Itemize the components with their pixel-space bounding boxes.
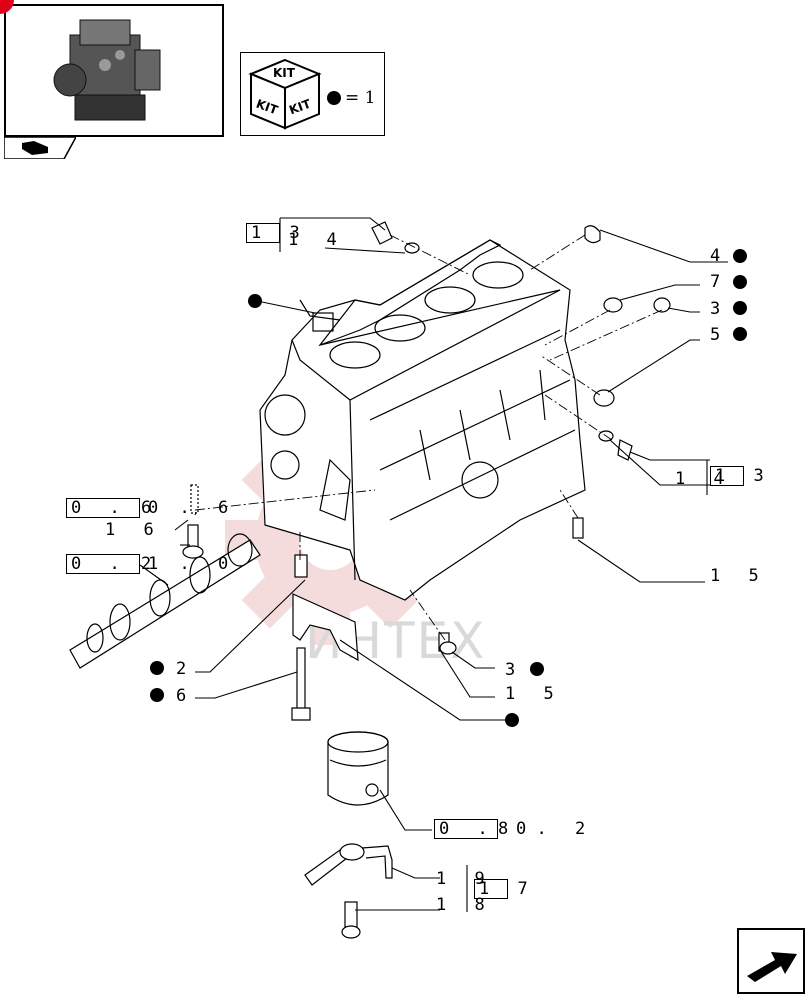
bolt-6-drawing [291,647,311,721]
next-page-button[interactable] [737,928,807,996]
reference-08-2-rest: 8 . 2 [498,819,595,839]
callout-dot-4 [733,249,747,263]
bearing-cap-drawing [292,593,359,662]
jet-bolt-drawing [341,901,361,939]
callout-5: 5 [710,325,730,345]
callout-3-top: 3 [710,299,730,319]
callout-6: 6 [176,686,196,706]
callout-dot-3-bottom [530,662,544,676]
group-box-13-right: 1 3 [710,466,764,486]
callout-2: 2 [176,659,196,679]
kit-cube-icon [245,56,325,132]
callout-dot-6 [150,688,164,702]
reference-box-01: 0 . 1 [66,554,158,574]
book-tab-button[interactable] [4,137,76,159]
callout-dot-7 [733,275,747,289]
group-box-13-top: 1 3 [246,223,300,243]
callout-dot-2 [150,661,164,675]
callout-19: 1 9 [436,869,494,889]
callout-dot-block [248,294,262,308]
engine-thumbnail-frame [4,4,224,137]
callout-15-right: 1 5 [710,566,768,586]
bushing-2-drawing [294,554,308,578]
callout-dot-bearing-cap [505,713,519,727]
piston-drawing [327,731,389,806]
cam-bolt-drawing [182,484,204,559]
reference-01-2-rest: 2 . 0 [141,554,238,574]
callout-3-bottom: 3 [505,660,525,680]
engine-block-drawing [259,239,586,601]
callout-7: 7 [710,272,730,292]
kit-legend-dot [327,91,341,105]
callout-18: 1 8 [436,895,494,915]
callout-dot-3-top [733,301,747,315]
reference-box-08: 0 . 0 [434,819,526,839]
callout-16: 1 6 [105,520,163,540]
callout-14-top: 1 4 [288,230,346,250]
engine-thumbnail-icon [50,10,170,130]
callout-15-bottom: 1 5 [505,684,563,704]
kit-label-top: KIT [273,66,295,80]
reference-06-6-rest: 6 . 6 [141,498,238,518]
camshaft-drawing [69,533,261,669]
kit-legend-frame [240,52,385,136]
reference-box-06: 0 . 0 [66,498,158,518]
callout-14-right: 1 4 [675,469,733,489]
callout-4: 4 [710,246,730,266]
oil-jet-drawing [304,843,393,886]
kit-legend-equals: = 1 [345,88,376,108]
group-box-17: 1 7 [474,879,528,899]
callout-dot-5 [733,327,747,341]
